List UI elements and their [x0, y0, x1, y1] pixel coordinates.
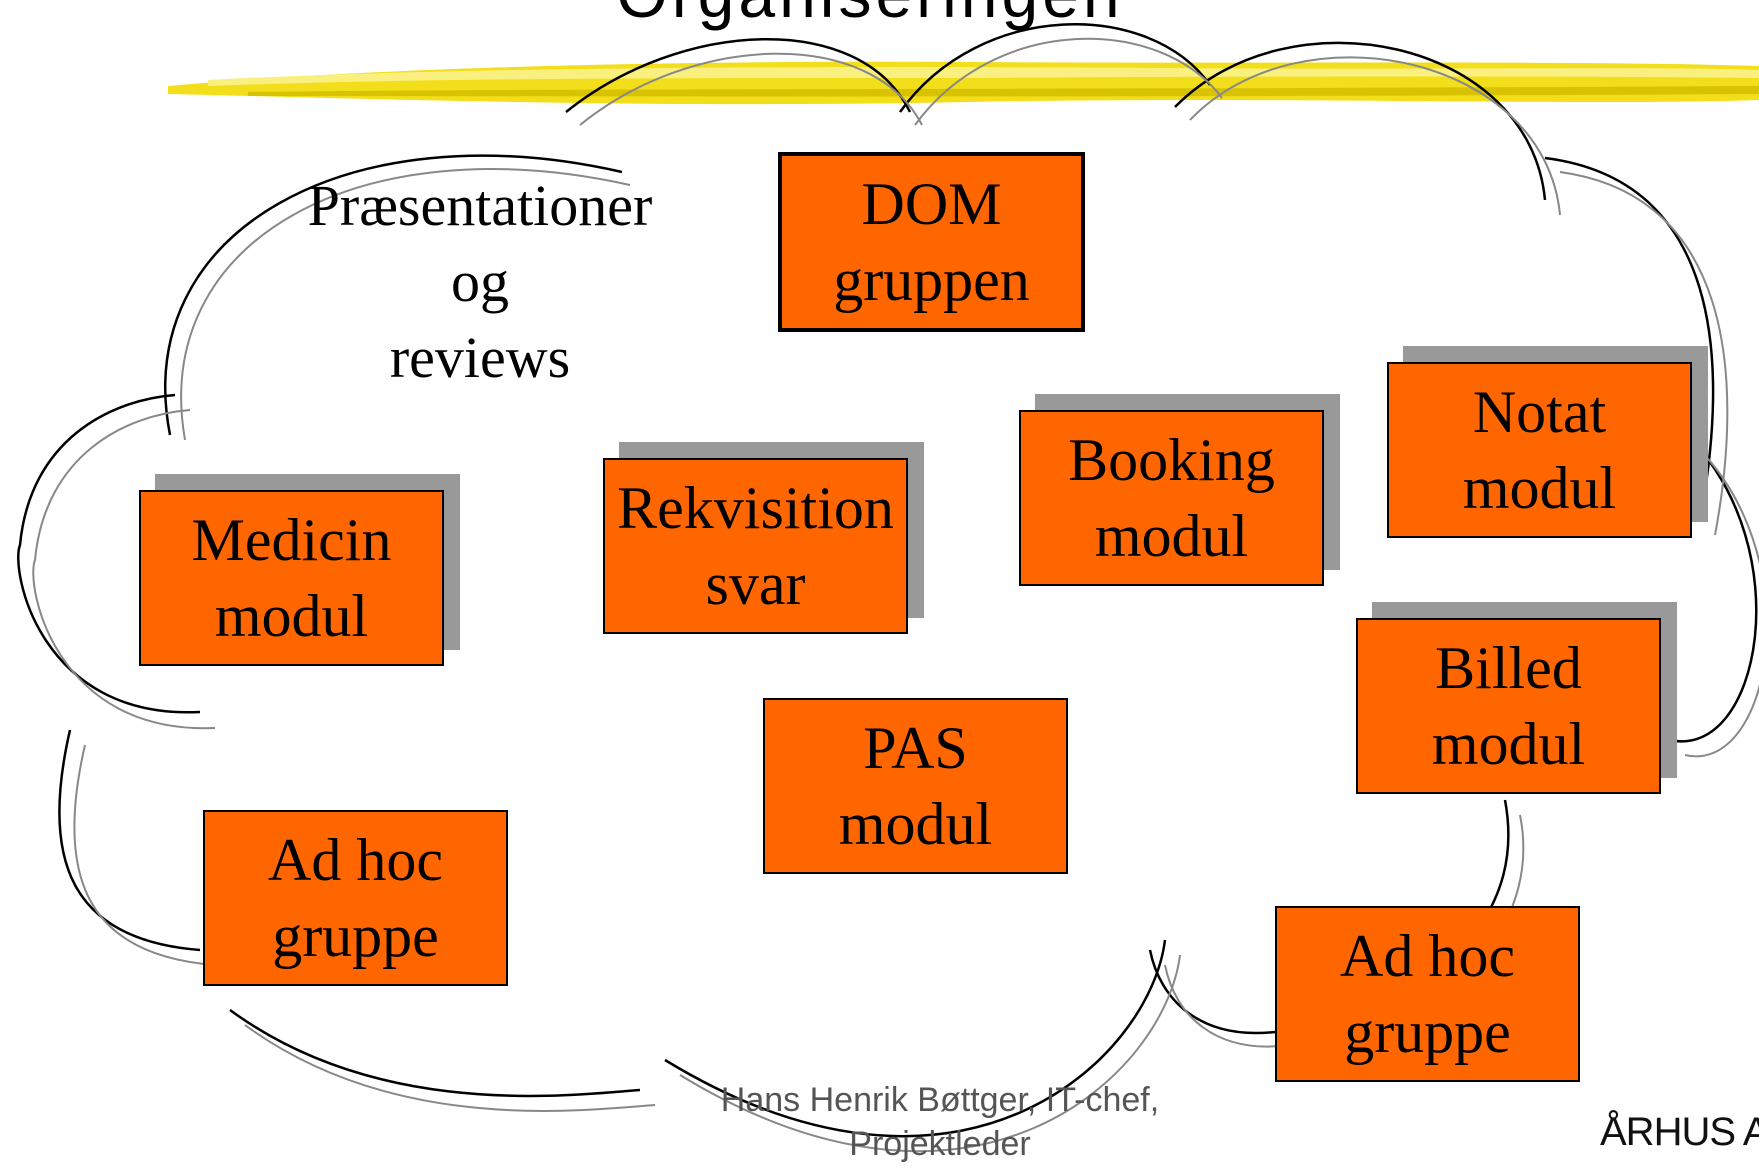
medicin-line-1: Medicin — [191, 507, 392, 573]
adhoc-left-line-1: Ad hoc — [268, 827, 443, 893]
dom-group-line-2: gruppen — [833, 247, 1030, 313]
billed-line-2: modul — [1431, 711, 1586, 777]
presentations-line-2: og — [451, 249, 509, 314]
rekvisition-line-1: Rekvisition — [617, 475, 894, 541]
adhoc-group-left-box: Ad hoc gruppe — [203, 810, 508, 986]
presentations-line-3: reviews — [389, 325, 571, 390]
medicin-line-2: modul — [214, 583, 369, 649]
organization-logo: ÅRHUS AMT — [1600, 1110, 1759, 1154]
adhoc-right-line-2: gruppe — [1344, 999, 1511, 1065]
notat-line-1: Notat — [1472, 379, 1607, 445]
adhoc-right-line-1: Ad hoc — [1340, 923, 1515, 989]
pas-line-1: PAS — [863, 715, 968, 781]
rekvisition-line-2: svar — [705, 551, 806, 617]
footer-author: Hans Henrik Bøttger, IT-chef, Projektled… — [640, 1078, 1240, 1166]
adhoc-left-line-2: gruppe — [272, 903, 439, 969]
rekvisition-box: Rekvisition svar — [603, 458, 908, 634]
medicin-module-box: Medicin modul — [139, 490, 444, 666]
pas-module-box: PAS modul — [763, 698, 1068, 874]
booking-line-2: modul — [1094, 503, 1249, 569]
slide-title: Organiseringen — [520, 0, 1220, 32]
dom-group-line-1: DOM — [861, 171, 1002, 237]
adhoc-group-right-box: Ad hoc gruppe — [1275, 906, 1580, 1082]
notat-module-box: Notat modul — [1387, 362, 1692, 538]
booking-line-1: Booking — [1068, 427, 1275, 493]
pas-line-2: modul — [838, 791, 993, 857]
billed-module-box: Billed modul — [1356, 618, 1661, 794]
billed-line-1: Billed — [1435, 635, 1582, 701]
presentations-line-1: Præsentationer — [307, 173, 653, 238]
notat-line-2: modul — [1462, 455, 1617, 521]
footer-line-2: Projektleder — [849, 1125, 1031, 1163]
dom-group-box: DOM gruppen — [778, 152, 1085, 332]
footer-line-1: Hans Henrik Bøttger, IT-chef, — [720, 1081, 1160, 1119]
presentations-note: Præsentationer og reviews — [270, 168, 690, 396]
booking-module-box: Booking modul — [1019, 410, 1324, 586]
